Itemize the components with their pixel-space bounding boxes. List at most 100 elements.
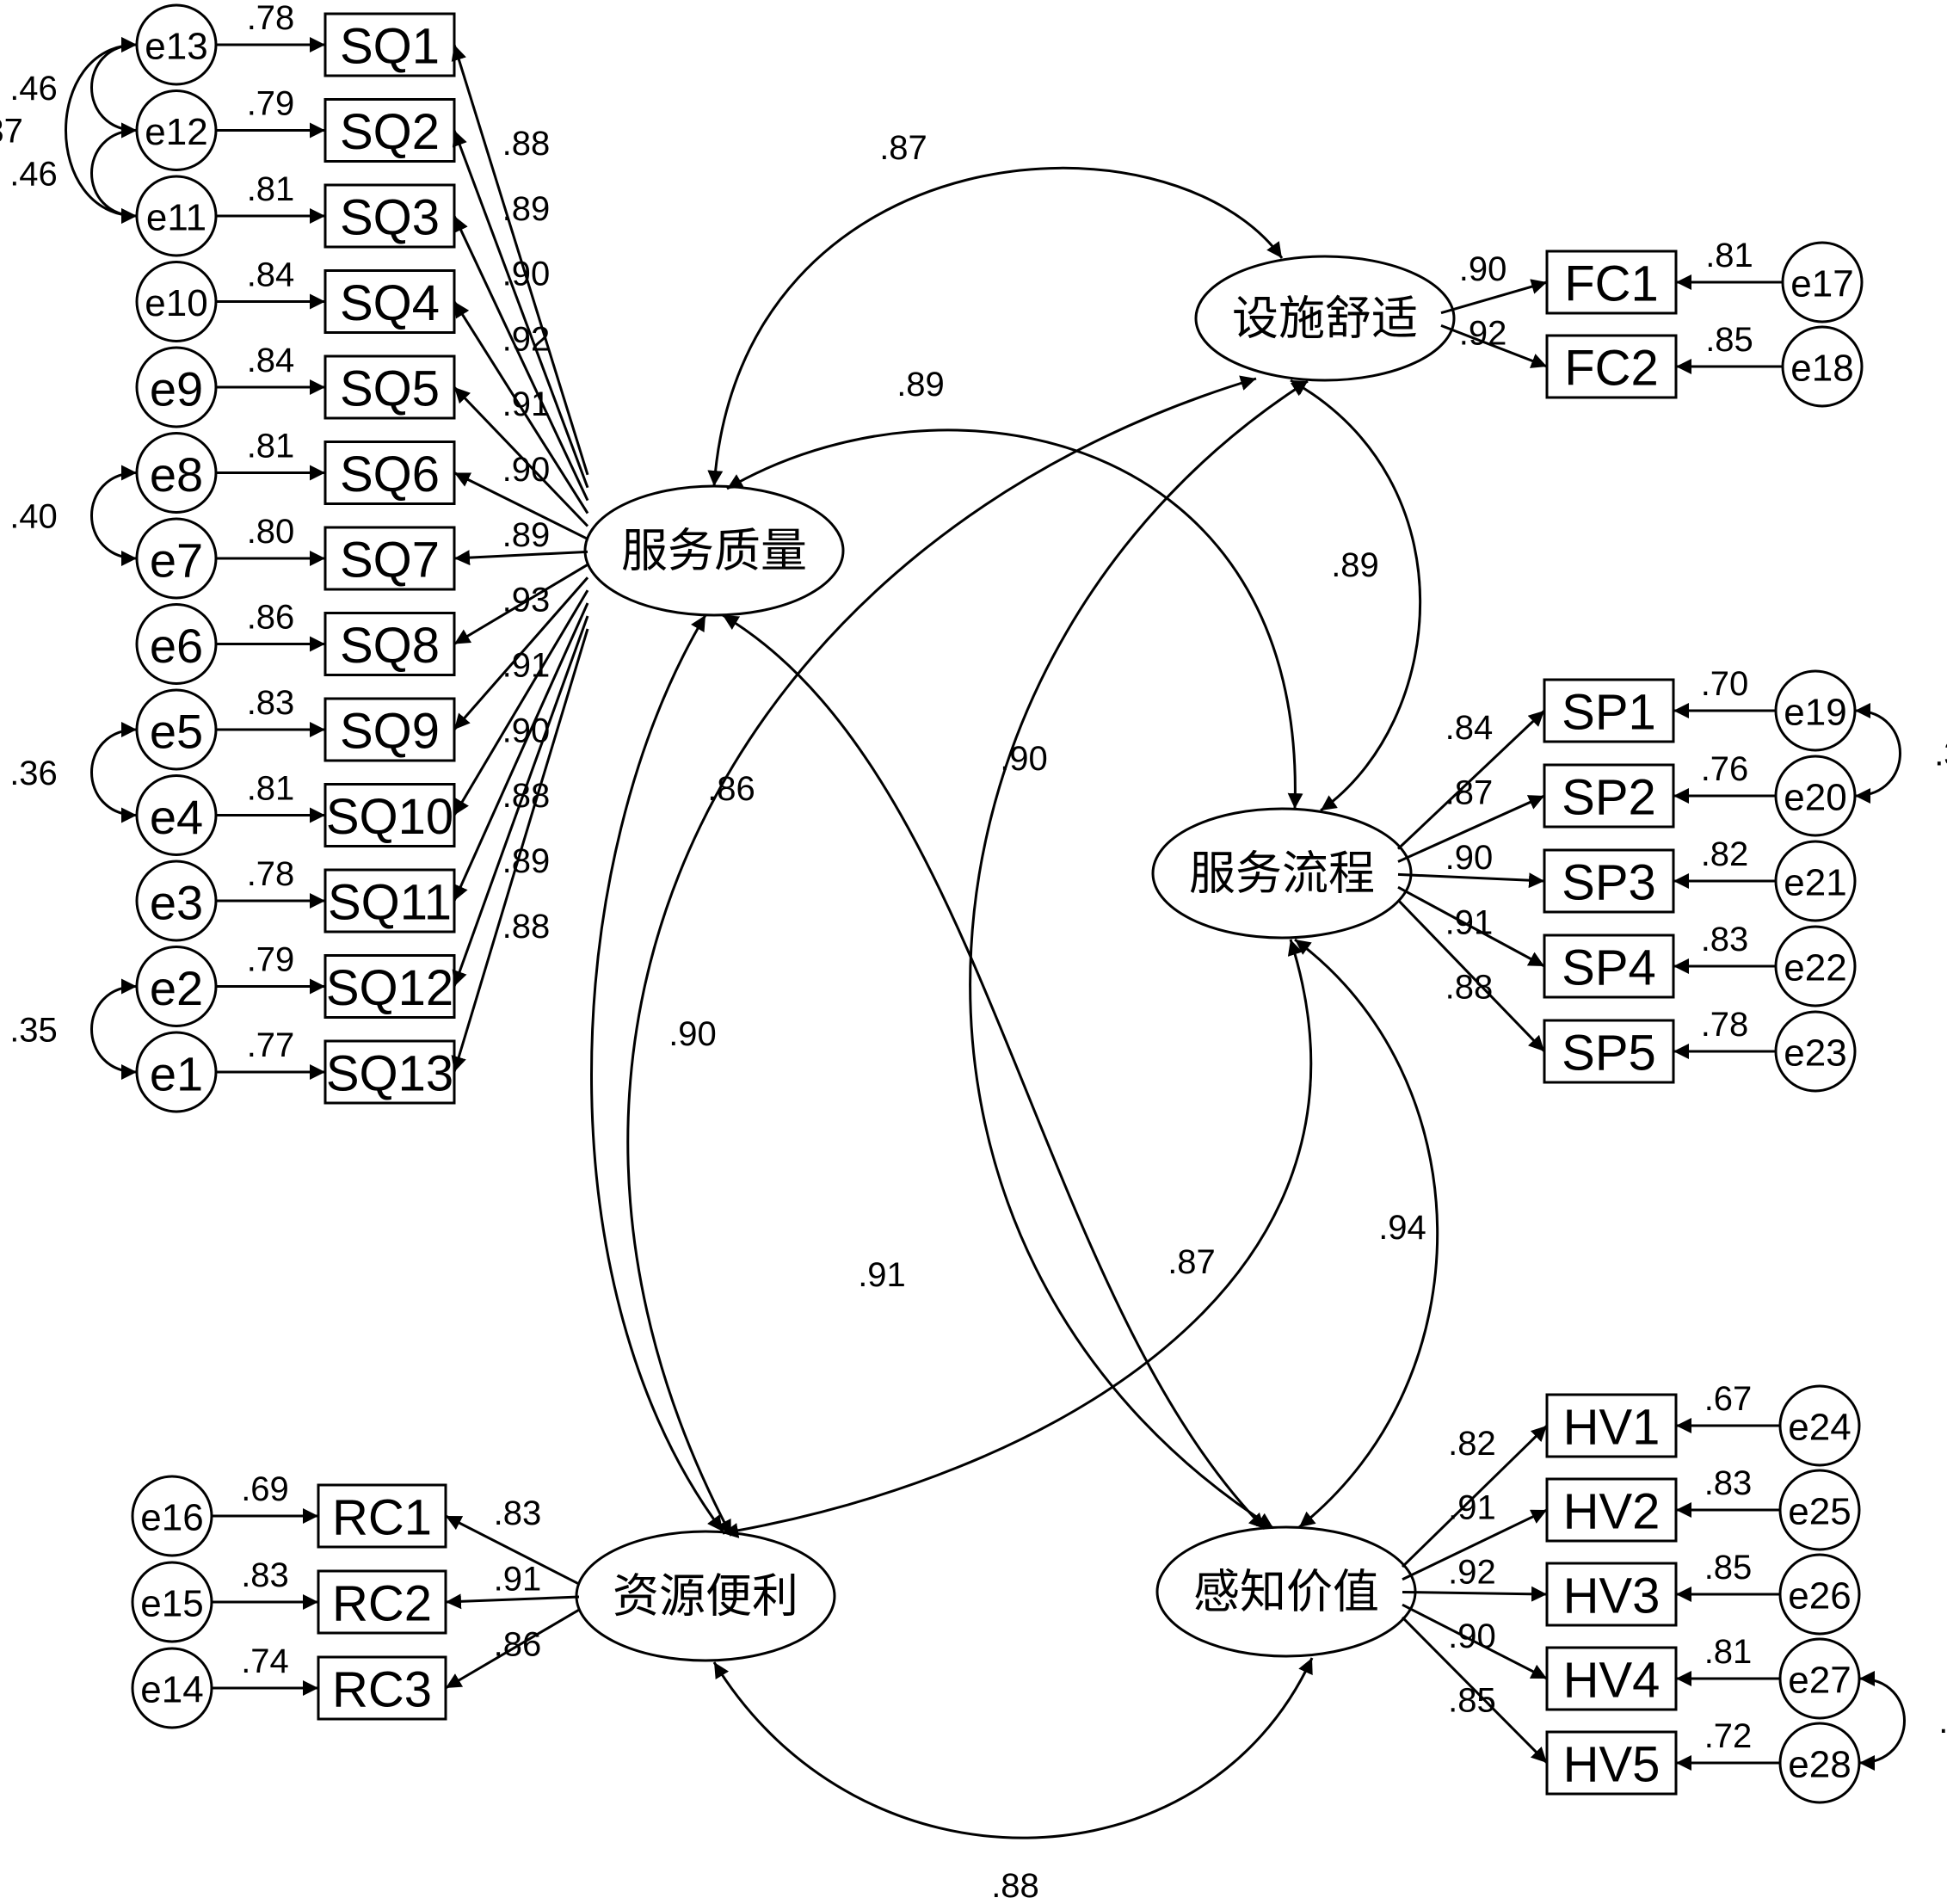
indicator-label-sq12: SQ12 [326, 960, 453, 1016]
loading-arrow-sq4 [453, 300, 589, 515]
error-label-e14: e14 [140, 1669, 203, 1711]
loading-arrow-sq11 [453, 602, 589, 902]
error-label-e27: e27 [1788, 1660, 1851, 1702]
loading-arrow-sq9 [453, 576, 589, 730]
indicator-label-rc2: RC2 [332, 1576, 432, 1632]
indicator-box-sp5 [1543, 1019, 1675, 1084]
loading-label-sq2: .89 [502, 190, 551, 228]
error-label-e11: e11 [146, 197, 206, 239]
error-label-e23: e23 [1784, 1032, 1846, 1075]
indicator-box-sp3 [1543, 848, 1675, 914]
error-cov-arc-e12-e11 [90, 122, 138, 224]
corr-curve-fc-sp [1290, 379, 1422, 812]
r2-label-sp3: .82 [1701, 835, 1749, 873]
error-label-e25: e25 [1788, 1491, 1851, 1533]
indicator-box-rc3 [317, 1655, 447, 1721]
corr-curve-sq-hv [722, 613, 1266, 1531]
loading-label-sq4: .92 [502, 320, 551, 358]
loading-label-sq11: .88 [502, 777, 551, 815]
loading-arrow-rc3 [445, 1608, 580, 1690]
loading-label-sq3: .90 [502, 256, 551, 293]
corr-curve-rc-hv [712, 1657, 1314, 1839]
r2-label-sp1: .70 [1701, 665, 1749, 703]
error-cov-arc-e19-e20 [1854, 703, 1901, 804]
indicator-label-sq8: SQ8 [340, 618, 440, 674]
indicator-box-sq8 [323, 612, 456, 676]
latent-service-quality-label: 服务质量 [621, 524, 807, 578]
r2-label-sq9: .83 [247, 684, 295, 722]
error-label-e24: e24 [1788, 1407, 1851, 1449]
error-label-e7: e7 [150, 533, 203, 588]
error-cov-label-e13-e11: .37 [0, 113, 23, 151]
error-label-e16: e16 [140, 1497, 203, 1539]
indicator-label-hv3: HV3 [1563, 1568, 1660, 1624]
r2-label-sq5: .84 [247, 342, 295, 379]
latent-perceived-value-label: 感知价值 [1193, 1565, 1379, 1619]
loading-arrow-hv4 [1402, 1603, 1548, 1680]
corr-label-rc-sp: .87 [1168, 1243, 1216, 1281]
error-cov-arc-e5-e4 [90, 722, 138, 823]
error-cov-arc-e2-e1 [90, 978, 138, 1080]
r2-label-rc3: .74 [241, 1642, 289, 1680]
error-label-e8: e8 [150, 447, 203, 502]
loading-arrow-sq7 [453, 550, 588, 566]
loading-label-fc2: .92 [1459, 315, 1507, 353]
corr-label-rc-hv: .88 [991, 1867, 1039, 1904]
loading-label-hv1: .82 [1448, 1425, 1496, 1463]
indicator-label-sq2: SQ2 [340, 104, 440, 160]
loading-label-rc3: .86 [494, 1626, 542, 1664]
error-label-e3: e3 [150, 876, 203, 930]
error-cov-label-e12-e11: .46 [9, 155, 58, 193]
r2-label-hv5: .72 [1704, 1717, 1753, 1755]
indicator-box-sq3 [323, 183, 456, 249]
latent-facility-comfort-label: 设施舒适 [1232, 292, 1418, 346]
r2-label-sq8: .86 [247, 599, 295, 637]
loading-label-sp3: .90 [1445, 839, 1494, 877]
loading-arrow-rc1 [445, 1514, 580, 1586]
indicator-label-fc2: FC2 [1564, 341, 1659, 397]
corr-label-sq-hv: .90 [669, 1015, 717, 1053]
r2-label-sq4: .84 [247, 256, 295, 294]
r2-label-sq1: .78 [247, 0, 295, 37]
corr-label-sq-fc: .87 [879, 129, 927, 167]
loading-arrow-sp4 [1397, 885, 1545, 968]
corr-curve-sq-fc [707, 166, 1284, 487]
corr-curve-fc-hv [969, 379, 1309, 1530]
error-cov-label-e13-e12: .46 [9, 70, 58, 108]
r2-label-hv1: .67 [1704, 1380, 1753, 1418]
loading-label-hv2: .91 [1448, 1489, 1496, 1527]
loading-arrow-hv5 [1401, 1616, 1549, 1765]
loading-arrow-sq10 [453, 589, 589, 816]
loading-label-sq1: .88 [502, 125, 551, 163]
r2-label-sq7: .80 [247, 513, 295, 551]
corr-curve-sq-rc [590, 614, 724, 1532]
loading-label-sq6: .90 [502, 451, 551, 489]
indicator-label-fc1: FC1 [1564, 256, 1659, 312]
indicator-box-rc2 [317, 1569, 447, 1635]
error-label-e4: e4 [150, 790, 203, 844]
indicator-box-sq11 [323, 868, 456, 934]
loading-arrow-hv1 [1401, 1424, 1549, 1568]
loading-label-sp1: .84 [1445, 709, 1494, 747]
error-label-e17: e17 [1790, 263, 1853, 305]
indicator-box-sp4 [1543, 934, 1675, 999]
error-label-e20: e20 [1784, 777, 1846, 819]
r2-label-sp2: .76 [1701, 750, 1749, 788]
r2-label-hv3: .85 [1704, 1549, 1753, 1587]
indicator-box-sq2 [323, 98, 456, 163]
loading-label-hv4: .90 [1448, 1617, 1496, 1655]
corr-curve-rc-sp [722, 939, 1312, 1538]
indicator-label-hv1: HV1 [1563, 1400, 1660, 1456]
indicator-box-sp1 [1543, 678, 1675, 743]
error-label-e22: e22 [1784, 947, 1846, 989]
loading-arrow-sq12 [452, 615, 589, 988]
r2-label-sp4: .83 [1701, 921, 1749, 958]
loading-label-sp4: .91 [1445, 903, 1494, 941]
loading-label-fc1: .90 [1459, 250, 1507, 288]
loading-label-rc1: .83 [494, 1494, 542, 1532]
indicator-label-hv2: HV2 [1563, 1484, 1660, 1540]
indicator-label-sq1: SQ1 [340, 19, 440, 75]
loading-label-rc2: .91 [494, 1560, 542, 1598]
error-label-e19: e19 [1784, 692, 1846, 734]
indicator-box-sq1 [323, 12, 456, 77]
